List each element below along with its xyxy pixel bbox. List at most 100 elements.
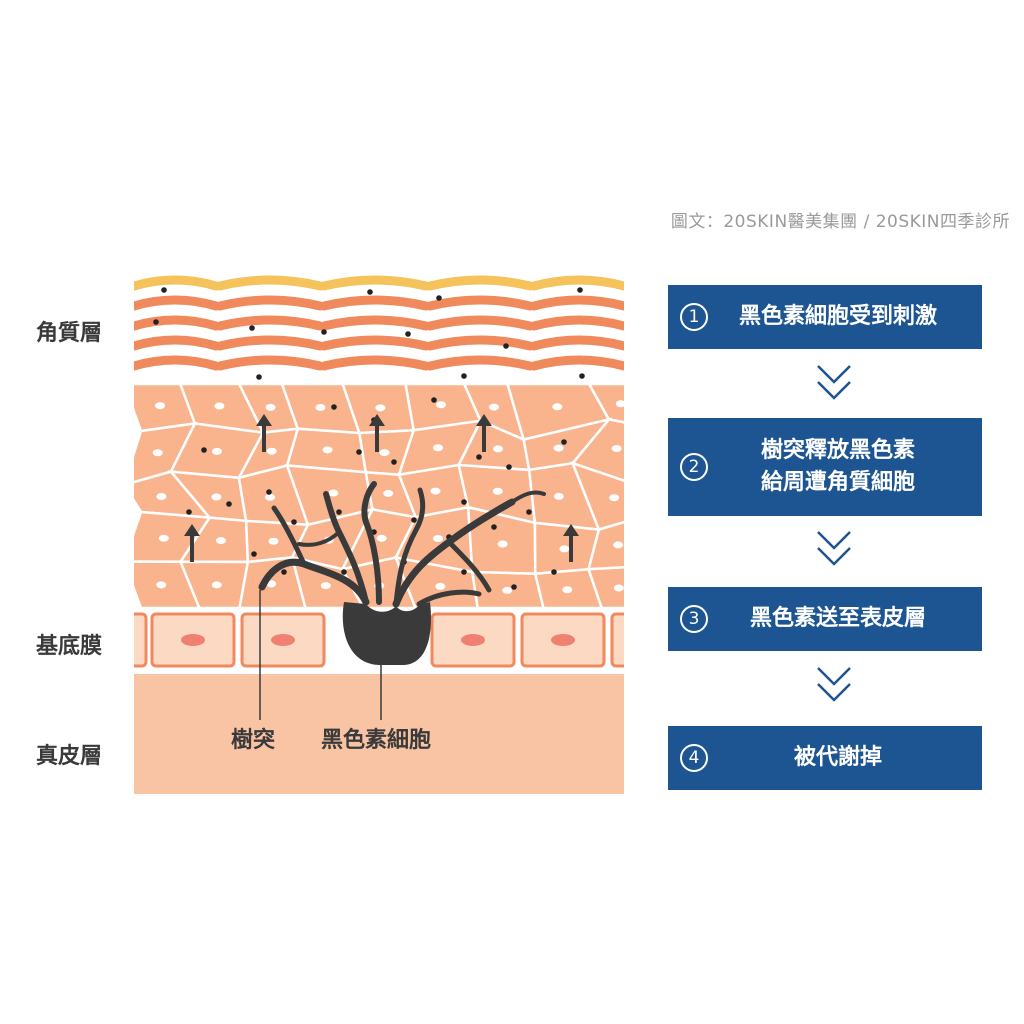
step-4-number: 4 [680, 744, 708, 772]
epidermis-cell [570, 418, 624, 483]
cell-nucleus [315, 403, 326, 411]
melanin-dot [226, 501, 232, 507]
cell-nucleus [562, 586, 573, 594]
stripe-orange [529, 295, 624, 311]
cell-nucleus [266, 447, 277, 455]
stripe-orange [215, 315, 325, 331]
cell-nucleus [559, 545, 570, 553]
cell-nucleus [379, 449, 390, 457]
melanin-dot [461, 373, 467, 379]
cell-nucleus [432, 444, 443, 452]
basal-cell-nucleus [461, 634, 485, 646]
step-1-box: 1 黑色素細胞受到刺激 [668, 285, 982, 349]
epidermis-cell [587, 382, 624, 424]
cell-nucleus [613, 541, 624, 549]
cell-nucleus [152, 449, 163, 457]
stripe-orange [215, 335, 325, 351]
dendrite-branch [416, 589, 482, 607]
credit-text: 圖文：20SKIN醫美集團 / 20SKIN四季診所 [670, 212, 1010, 232]
melanin-dot [161, 287, 167, 293]
cell-nucleus [433, 535, 444, 543]
stripe-orange [319, 335, 431, 351]
cell-nucleus [265, 493, 276, 501]
stripe-yellow [529, 275, 624, 291]
dendrite-branch [361, 481, 382, 605]
cell-nucleus [430, 487, 441, 495]
epidermis-cell [586, 565, 624, 610]
melanin-dot [356, 449, 362, 455]
cell-nucleus [211, 447, 222, 455]
arrow-head [184, 524, 200, 536]
melanin-dot [256, 374, 262, 380]
chevron-down-icon [817, 365, 851, 400]
melanin-dot [503, 343, 509, 349]
cell-nucleus [552, 403, 563, 411]
cell-nucleus [155, 402, 166, 410]
stripe-yellow [319, 275, 431, 291]
step-3-box: 3 黑色素送至表皮層 [668, 587, 982, 651]
melanin-dot [249, 325, 255, 331]
step-2-number: 2 [680, 453, 708, 481]
stripe-orange [425, 315, 535, 331]
cell-nucleus [493, 445, 504, 453]
melanin-dot [506, 464, 512, 470]
melanin-dot [579, 373, 585, 379]
stripe-orange [134, 295, 221, 311]
step-4-box: 4 被代謝掉 [668, 726, 982, 790]
melanocyte-body [342, 602, 431, 665]
cell-nucleus [611, 445, 622, 453]
cell-nucleus [216, 537, 227, 545]
stripe-orange [529, 335, 624, 351]
arrow-head [369, 414, 385, 426]
cell-nucleus [320, 582, 331, 590]
chevron-down-icon [817, 667, 851, 702]
dendrites [258, 481, 546, 608]
melanin-dot [411, 517, 417, 523]
step-2-text: 樹突釋放黑色素 給周遭角質細胞 [760, 438, 915, 495]
melanin-dot [461, 499, 467, 505]
skin-illustration [134, 275, 624, 794]
dendrite-branch [297, 530, 341, 547]
melanin-dot [405, 331, 411, 337]
melanin-dot [526, 509, 532, 515]
stripe-orange [134, 315, 221, 331]
step-4-text: 被代謝掉 [793, 745, 882, 770]
melanin-dot [511, 584, 517, 590]
dendrite-branch [510, 490, 546, 504]
epidermis-cell [586, 520, 624, 571]
layer-label-dermis: 真皮層 [36, 744, 103, 769]
stripe-orange [425, 355, 535, 371]
melanin-dots [153, 287, 585, 590]
cell-nucleus [553, 444, 564, 452]
basal-cell [134, 612, 148, 668]
stripe-orange [319, 295, 431, 311]
stripe-orange [529, 315, 624, 331]
melanin-dot [331, 404, 337, 410]
cell-nucleus [211, 581, 222, 589]
stripe-orange [134, 335, 221, 351]
cell-nucleus [497, 540, 508, 548]
stripe-orange [319, 315, 431, 331]
cell-nucleus [613, 584, 624, 592]
arrow-head [256, 414, 272, 426]
cell-nucleus [615, 400, 624, 408]
cell-nucleus [383, 489, 394, 497]
layer-label-stratum-corneum: 角質層 [36, 321, 103, 346]
basal-cell-nucleus [551, 634, 575, 646]
cell-nucleus [156, 581, 167, 589]
melanin-dot [436, 295, 442, 301]
annotation-dendrite: 樹突 [231, 728, 276, 753]
melanin-dot [391, 459, 397, 465]
cell-nucleus [609, 494, 620, 502]
cell-nucleus [435, 582, 446, 590]
dendrite-branch [393, 487, 426, 607]
cell-nucleus [211, 493, 222, 501]
cell-nucleus [488, 403, 499, 411]
melanin-dot [153, 319, 159, 325]
epidermis-cell [570, 461, 624, 532]
dermis-layer [134, 674, 624, 794]
melanin-dot [367, 289, 373, 295]
melanin-dot [336, 509, 342, 515]
step-1-text: 黑色素細胞受到刺激 [738, 304, 937, 329]
upward-arrows [184, 414, 579, 562]
